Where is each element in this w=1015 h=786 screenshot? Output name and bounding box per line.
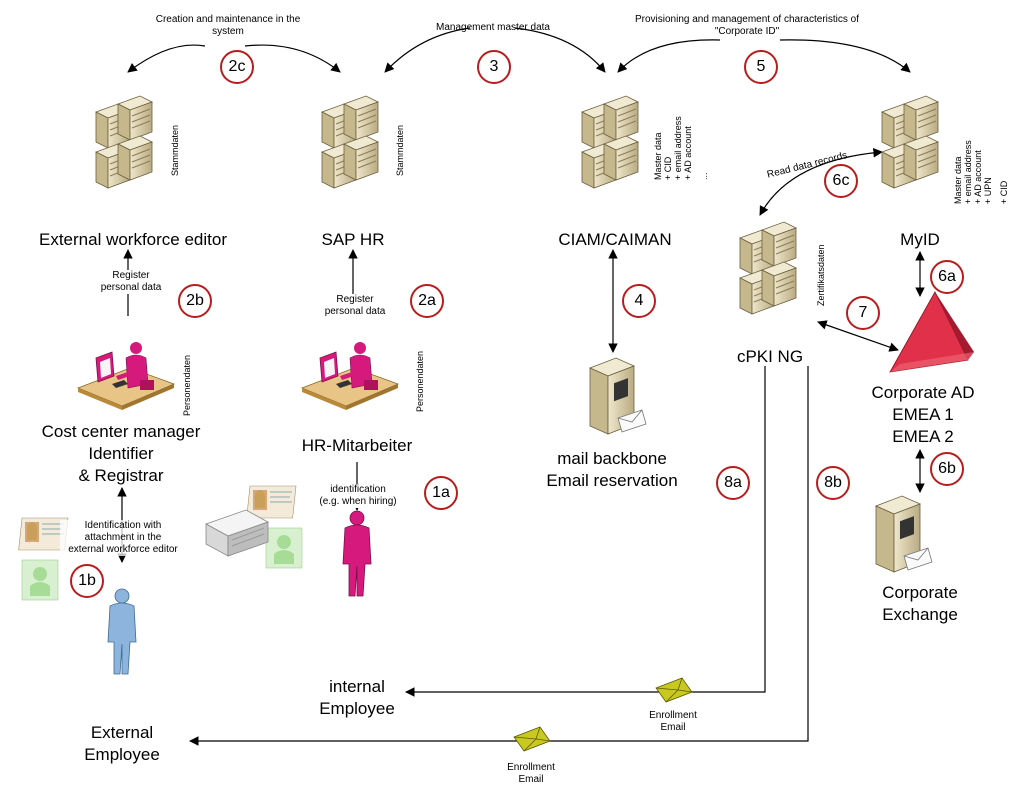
step-badge-7: 7	[846, 296, 880, 330]
line-8a-enrollment	[405, 366, 766, 697]
myid-attributes: Master data + email address + AD account…	[953, 140, 1009, 204]
cpki-server-icon	[740, 222, 796, 314]
corporate-exchange-label: Corporate Exchange	[882, 583, 958, 624]
ciam-attr-1: + CID	[663, 156, 673, 180]
internal-employee-person-icon	[342, 510, 372, 597]
step-badge-5: 5	[744, 50, 778, 84]
step-badge-6b: 6b	[930, 452, 964, 486]
register-personal-data-label-1: Register personal data	[86, 270, 176, 294]
ciam-attributes: Master data + CID + email address + AD a…	[653, 116, 709, 180]
step-badge-6a: 6a	[930, 260, 964, 294]
enrollment-email-label-2: Enrollment Email	[507, 762, 555, 785]
green-id-icon-2	[265, 527, 303, 569]
myid-attr-1: + email address	[963, 140, 973, 204]
identification-attachment-label: Identification with attachment in the ex…	[60, 520, 186, 556]
external-workforce-editor-label: External workforce editor	[38, 230, 228, 249]
ext-editor-server-icon	[96, 96, 152, 188]
register-personal-data-label-2: Register personal data	[310, 294, 400, 318]
external-employee-person-icon	[107, 588, 137, 675]
internal-employee-label: internal Employee	[319, 677, 395, 718]
mail-backbone-server-icon	[589, 357, 647, 435]
myid-label: MyID	[900, 230, 940, 249]
personendaten-label-2: Personendaten	[415, 350, 425, 412]
ciam-attr-3: + AD account	[683, 126, 693, 180]
myid-attr-4: + CID	[999, 180, 1009, 204]
enrollment-email-label-1: Enrollment Email	[649, 710, 697, 733]
personendaten-label-1: Personendaten	[182, 354, 192, 416]
scanner-icon	[205, 509, 269, 557]
creation-label: Creation and maintenance in the system	[155, 14, 301, 37]
stammdaten-label-1: Stammdaten	[170, 124, 180, 176]
step-badge-4: 4	[622, 284, 656, 318]
arrow-cpki-ad	[817, 320, 899, 352]
provisioning-label: Provisioning and management of character…	[634, 14, 859, 37]
myid-attr-0: Master data	[953, 156, 963, 204]
line-8b-enrollment	[189, 366, 809, 746]
sap-hr-label: SAP HR	[321, 230, 385, 249]
step-badge-1a: 1a	[424, 476, 458, 510]
step-badge-2a: 2a	[410, 284, 444, 318]
hr-mitarbeiter-label: HR-Mitarbeiter	[301, 436, 413, 455]
myid-attr-3: + UPN	[983, 177, 993, 204]
ciam-label: CIAM/CAIMAN	[558, 230, 672, 249]
step-badge-1b: 1b	[70, 564, 104, 598]
step-badge-6c: 6c	[824, 164, 858, 198]
id-card-icon-2	[246, 485, 297, 519]
identification-hiring-label: identification (e.g. when hiring)	[310, 484, 406, 508]
ciam-attr-4: ...	[699, 172, 709, 180]
cost-center-manager-label: Cost center manager Identifier & Registr…	[41, 422, 201, 485]
cost-center-workstation-icon	[77, 341, 175, 411]
arrow-5-left	[617, 39, 721, 73]
arrow-3-right	[514, 27, 606, 73]
management-label: Management master data	[436, 22, 550, 33]
green-id-icon	[21, 559, 59, 601]
corp-exchange-server-icon	[875, 495, 933, 573]
step-badge-8a: 8a	[716, 466, 750, 500]
arrow-2c-right	[244, 44, 341, 73]
step-badge-2b: 2b	[178, 284, 212, 318]
hr-workstation-icon	[301, 341, 399, 411]
arrow-3-left	[384, 27, 471, 73]
corporate-ad-pyramid-icon	[889, 291, 974, 373]
cpki-ng-label: cPKI NG	[736, 347, 804, 366]
step-badge-8b: 8b	[816, 466, 850, 500]
mail-backbone-label: mail backbone Email reservation	[546, 449, 678, 490]
ciam-attr-0: Master data	[653, 132, 663, 180]
step-badge-3: 3	[477, 50, 511, 84]
ciam-server-icon	[582, 96, 638, 188]
ciam-attr-2: + email address	[673, 116, 683, 180]
sap-hr-server-icon	[322, 96, 378, 188]
corporate-ad-label: Corporate AD EMEA 1 EMEA 2	[871, 383, 975, 446]
stammdaten-label-2: Stammdaten	[395, 124, 405, 176]
envelope-icon-8b	[513, 726, 551, 752]
myid-attr-2: + AD account	[973, 150, 983, 204]
arrow-read-data-records	[759, 147, 883, 216]
step-badge-2c: 2c	[220, 50, 254, 84]
external-employee-label: External Employee	[84, 723, 160, 764]
zertifikatsdaten-label: Zertifikatsdaten	[816, 244, 826, 306]
myid-server-icon	[882, 96, 938, 188]
arrow-5-right	[779, 39, 911, 73]
envelope-icon-8a	[655, 677, 693, 703]
arrow-2c-left	[127, 44, 206, 73]
